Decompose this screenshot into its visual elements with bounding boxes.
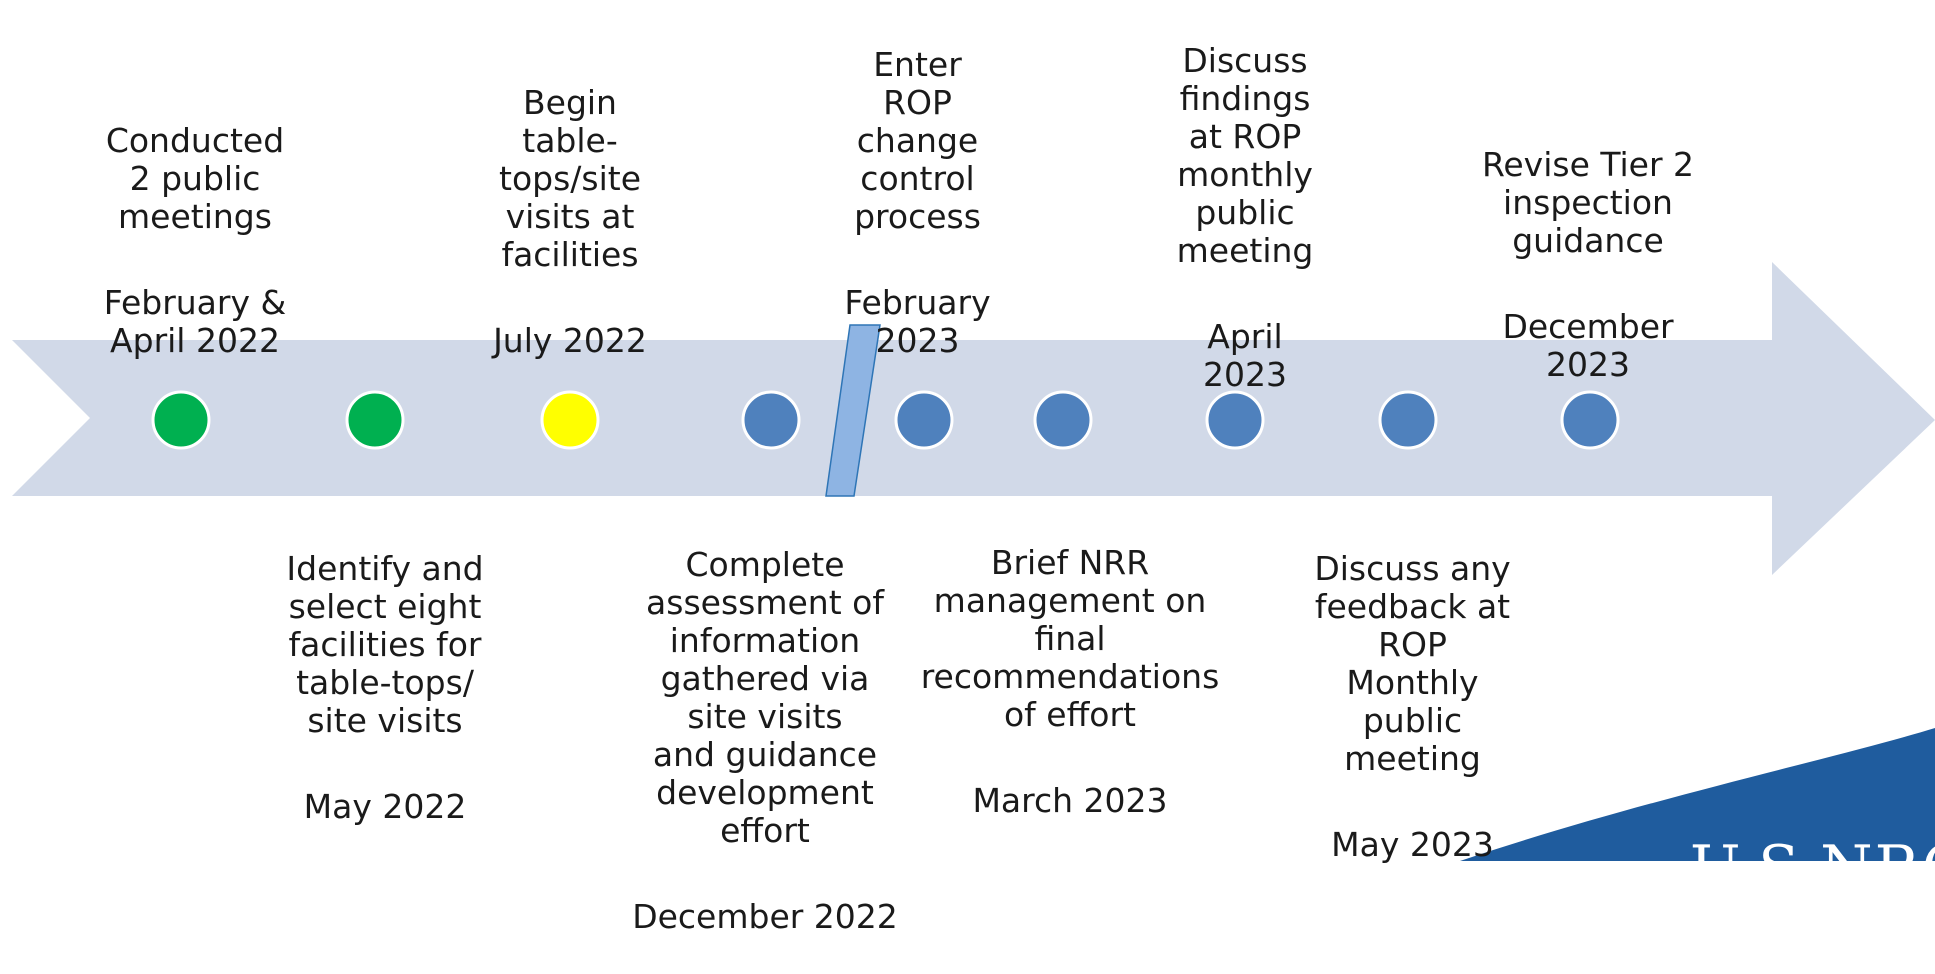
milestone-dot-planned — [1205, 390, 1265, 450]
milestone-dot-planned — [1033, 390, 1093, 450]
milestone-dot-planned — [894, 390, 954, 450]
milestone-date: May 2022 — [303, 787, 467, 826]
milestone-description: Brief NRR management on final recommenda… — [920, 543, 1220, 734]
milestone-description: Discuss any feedback at ROP Monthly publ… — [1314, 549, 1511, 778]
timeline-graphic — [12, 262, 1935, 861]
milestone-label-m1: Conducted 2 public meetings February & A… — [70, 84, 320, 398]
milestone-dot-completed — [151, 390, 211, 450]
milestone-description: Complete assessment of information gathe… — [646, 545, 884, 850]
milestone-label-m8: Discuss any feedback at ROP Monthly publ… — [1290, 512, 1535, 902]
milestone-dot-planned — [1560, 390, 1620, 450]
milestone-label-m2: Identify and select eight facilities for… — [270, 512, 500, 864]
milestone-date: May 2023 — [1331, 825, 1494, 864]
milestone-date: March 2023 — [972, 781, 1168, 820]
timeline-arrow — [12, 262, 1935, 575]
milestone-label-m4: Complete assessment of information gathe… — [625, 508, 905, 974]
milestone-date: February 2023 — [844, 283, 991, 360]
milestone-date: December 2022 — [632, 897, 898, 936]
milestone-dot-in-progress — [540, 390, 600, 450]
milestone-description: Revise Tier 2 inspection guidance — [1481, 145, 1695, 260]
logo-background-band — [1460, 728, 1935, 861]
milestone-date: July 2022 — [493, 321, 647, 360]
timeline-break-marker — [825, 324, 881, 497]
milestone-date: February & April 2022 — [103, 283, 287, 360]
milestone-date: December 2023 — [1502, 307, 1674, 384]
milestone-label-m5: Enter ROP change control process Februar… — [830, 8, 1005, 398]
milestone-description: Enter ROP change control process — [854, 45, 981, 236]
milestone-description: Begin table- tops/site visits at facilit… — [499, 83, 641, 274]
milestone-dot-completed — [345, 390, 405, 450]
milestone-dot-planned — [741, 390, 801, 450]
milestone-label-m9: Revise Tier 2 inspection guidance Decemb… — [1468, 108, 1708, 422]
milestone-dots — [151, 390, 1620, 450]
milestone-dot-planned — [1378, 390, 1438, 450]
milestone-label-m6: Brief NRR management on final recommenda… — [905, 506, 1235, 858]
usnrc-logo-text: U.S.NRC — [1690, 833, 1935, 903]
milestone-description: Discuss findings at ROP monthly public m… — [1176, 41, 1314, 270]
milestone-label-m3: Begin table- tops/site visits at facilit… — [460, 46, 680, 398]
milestone-label-m7: Discuss findings at ROP monthly public m… — [1160, 4, 1330, 432]
milestone-description: Conducted 2 public meetings — [105, 121, 285, 236]
milestone-date: April 2023 — [1203, 317, 1287, 394]
milestone-description: Identify and select eight facilities for… — [286, 549, 484, 740]
